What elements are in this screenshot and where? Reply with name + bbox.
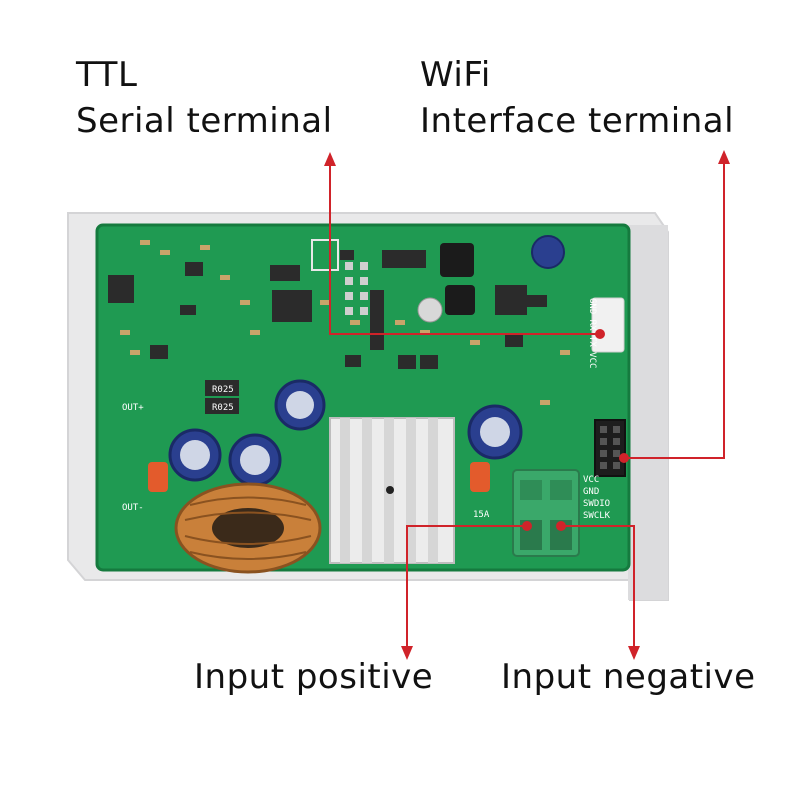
power-pin-vcc: VCC — [583, 475, 599, 485]
negative-pin-dot — [556, 521, 566, 531]
ttl-pin-dot — [595, 329, 605, 339]
resistor-marking-2: R025 — [212, 403, 234, 413]
input-terminal-block — [512, 469, 580, 557]
power-pin-gnd: GND — [583, 487, 599, 497]
ttl-connector-outline — [311, 239, 339, 271]
input-positive-label: Input positive — [194, 657, 434, 697]
wifi-connector-pins — [600, 426, 620, 469]
input-negative-label: Input negative — [501, 657, 756, 697]
resistor-marking-1: R025 — [212, 385, 234, 395]
wifi-connector — [594, 419, 626, 477]
annotation-lines — [329, 162, 725, 650]
annotation-dots — [522, 329, 629, 531]
small-capacitor — [531, 235, 565, 269]
pin-header — [345, 262, 368, 315]
arrow-down-negative — [628, 646, 640, 660]
power-pin-swdio: SWDIO — [583, 499, 610, 509]
smd-passives — [120, 240, 570, 405]
smd-inductor-top — [440, 243, 474, 277]
arrow-up-wifi — [718, 150, 730, 164]
wifi-label-line2: Interface terminal — [420, 101, 735, 141]
ttl-label-line1: TTL — [76, 55, 138, 95]
annotation-arrows — [324, 150, 730, 660]
wifi-label-line1: WiFi — [420, 55, 491, 95]
arrow-up-ttl — [324, 152, 336, 166]
toroid-inductor — [174, 482, 322, 574]
heatsink — [329, 417, 455, 564]
fuse-marking: 15A — [473, 510, 490, 520]
power-pin-swclk: SWCLK — [583, 511, 611, 521]
wifi-pin-dot — [619, 453, 629, 463]
ttl-label-line2: Serial terminal — [76, 101, 333, 141]
out-minus-marking: OUT- — [122, 503, 144, 513]
positive-pin-dot — [522, 521, 532, 531]
orange-capacitor-right — [470, 462, 490, 492]
arrow-down-positive — [401, 646, 413, 660]
wifi-label: WiFi Interface terminal — [420, 52, 734, 144]
electrolytic-capacitors — [168, 379, 523, 487]
out-plus-marking: OUT+ — [122, 403, 144, 413]
smd-inductor-bottom — [445, 285, 475, 315]
pcb-edge — [95, 223, 631, 572]
smd-components — [108, 250, 547, 414]
small-capacitor-silver — [417, 297, 443, 323]
ttl-label: TTL Serial terminal — [76, 52, 333, 144]
orange-capacitor — [148, 462, 168, 492]
